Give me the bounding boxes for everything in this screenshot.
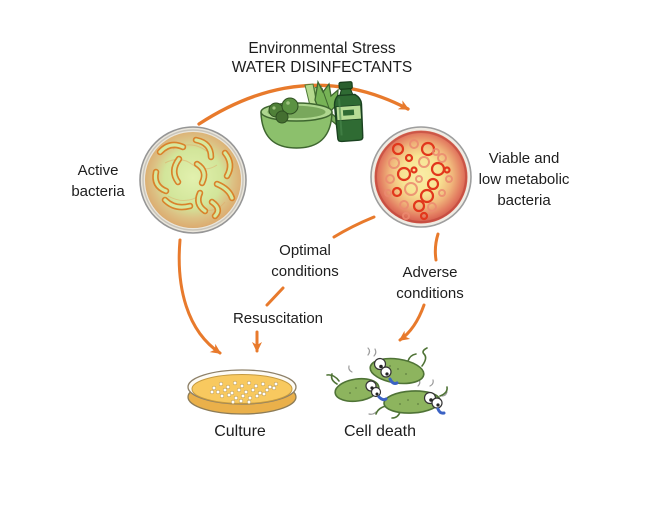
- label-cell-death: Cell death: [343, 423, 417, 440]
- diagram-title: Environmental Stress WATER DISINFECTANTS: [157, 39, 487, 77]
- optimal-to-resuscitation-line: [265, 286, 285, 307]
- active-bacteria-dish-icon: [139, 126, 247, 234]
- label-resuscitation: Resuscitation: [232, 310, 324, 327]
- culture-dish-icon: [187, 369, 297, 415]
- active-to-culture-arrow: [177, 238, 222, 355]
- label-culture: Culture: [214, 423, 266, 440]
- viable-to-optimal-line: [332, 215, 376, 239]
- dead-bacteria-icon: [326, 347, 448, 419]
- salad-bowl-icon: [260, 79, 352, 149]
- label-optimal-conditions: Optimal conditions: [271, 242, 339, 280]
- viable-to-adverse-line: [433, 232, 440, 262]
- title-water-disinfectants: WATER DISINFECTANTS: [231, 59, 413, 76]
- label-viable-bacteria: Viable and low metabolic bacteria: [478, 150, 570, 209]
- disinfectant-bottle-icon: [333, 81, 364, 143]
- dead-eyes: [365, 357, 446, 415]
- adverse-to-death-arrow: [398, 303, 426, 342]
- stress-arrow: [197, 83, 410, 126]
- label-adverse-conditions: Adverse conditions: [396, 264, 464, 302]
- label-active-bacteria: Active bacteria: [71, 162, 125, 200]
- viable-bacteria-dish-icon: [370, 126, 472, 228]
- title-environmental-stress: Environmental Stress: [248, 40, 396, 57]
